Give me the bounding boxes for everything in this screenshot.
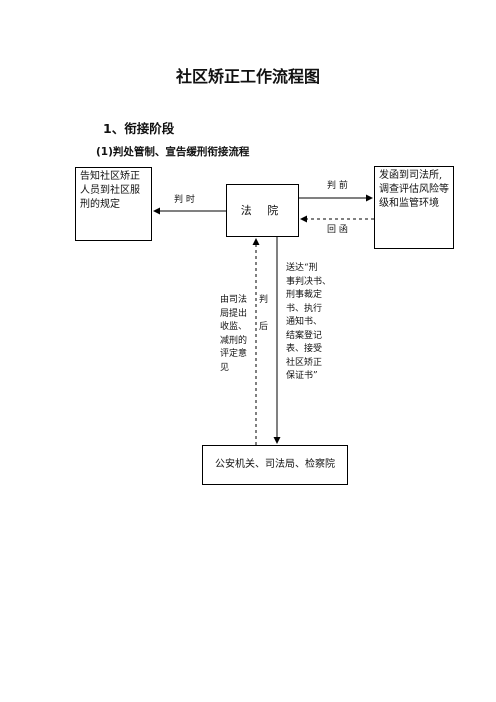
label-at-judgment: 判 时 [174, 195, 195, 205]
label-after-judgment: 判 后 [259, 295, 269, 332]
label-reply: 回 函 [327, 225, 348, 235]
judicial-office-box: 发函到司法所,调查评估风险等级和监管环境 [374, 166, 454, 249]
label-documents: 送达“刑 事判决书、 刑事裁定 书、执行 通知书、 结案登记 表、接受 社区矫正… [286, 263, 332, 381]
section-heading: 1、衔接阶段 [103, 121, 175, 136]
page-title: 社区矫正工作流程图 [175, 67, 320, 86]
court-box: 法 院 [226, 184, 299, 237]
notify-box: 告知社区矫正人员到社区服刑的规定 [75, 167, 152, 241]
agencies-box: 公安机关、司法局、检察院 [202, 445, 348, 485]
label-before-judgment: 判 前 [327, 181, 348, 191]
label-opinion: 由司法 局提出 收监、 减刑的 评定意 见 [220, 295, 248, 373]
subsection-heading: (1)判处管制、宣告缓刑衔接流程 [96, 146, 250, 158]
